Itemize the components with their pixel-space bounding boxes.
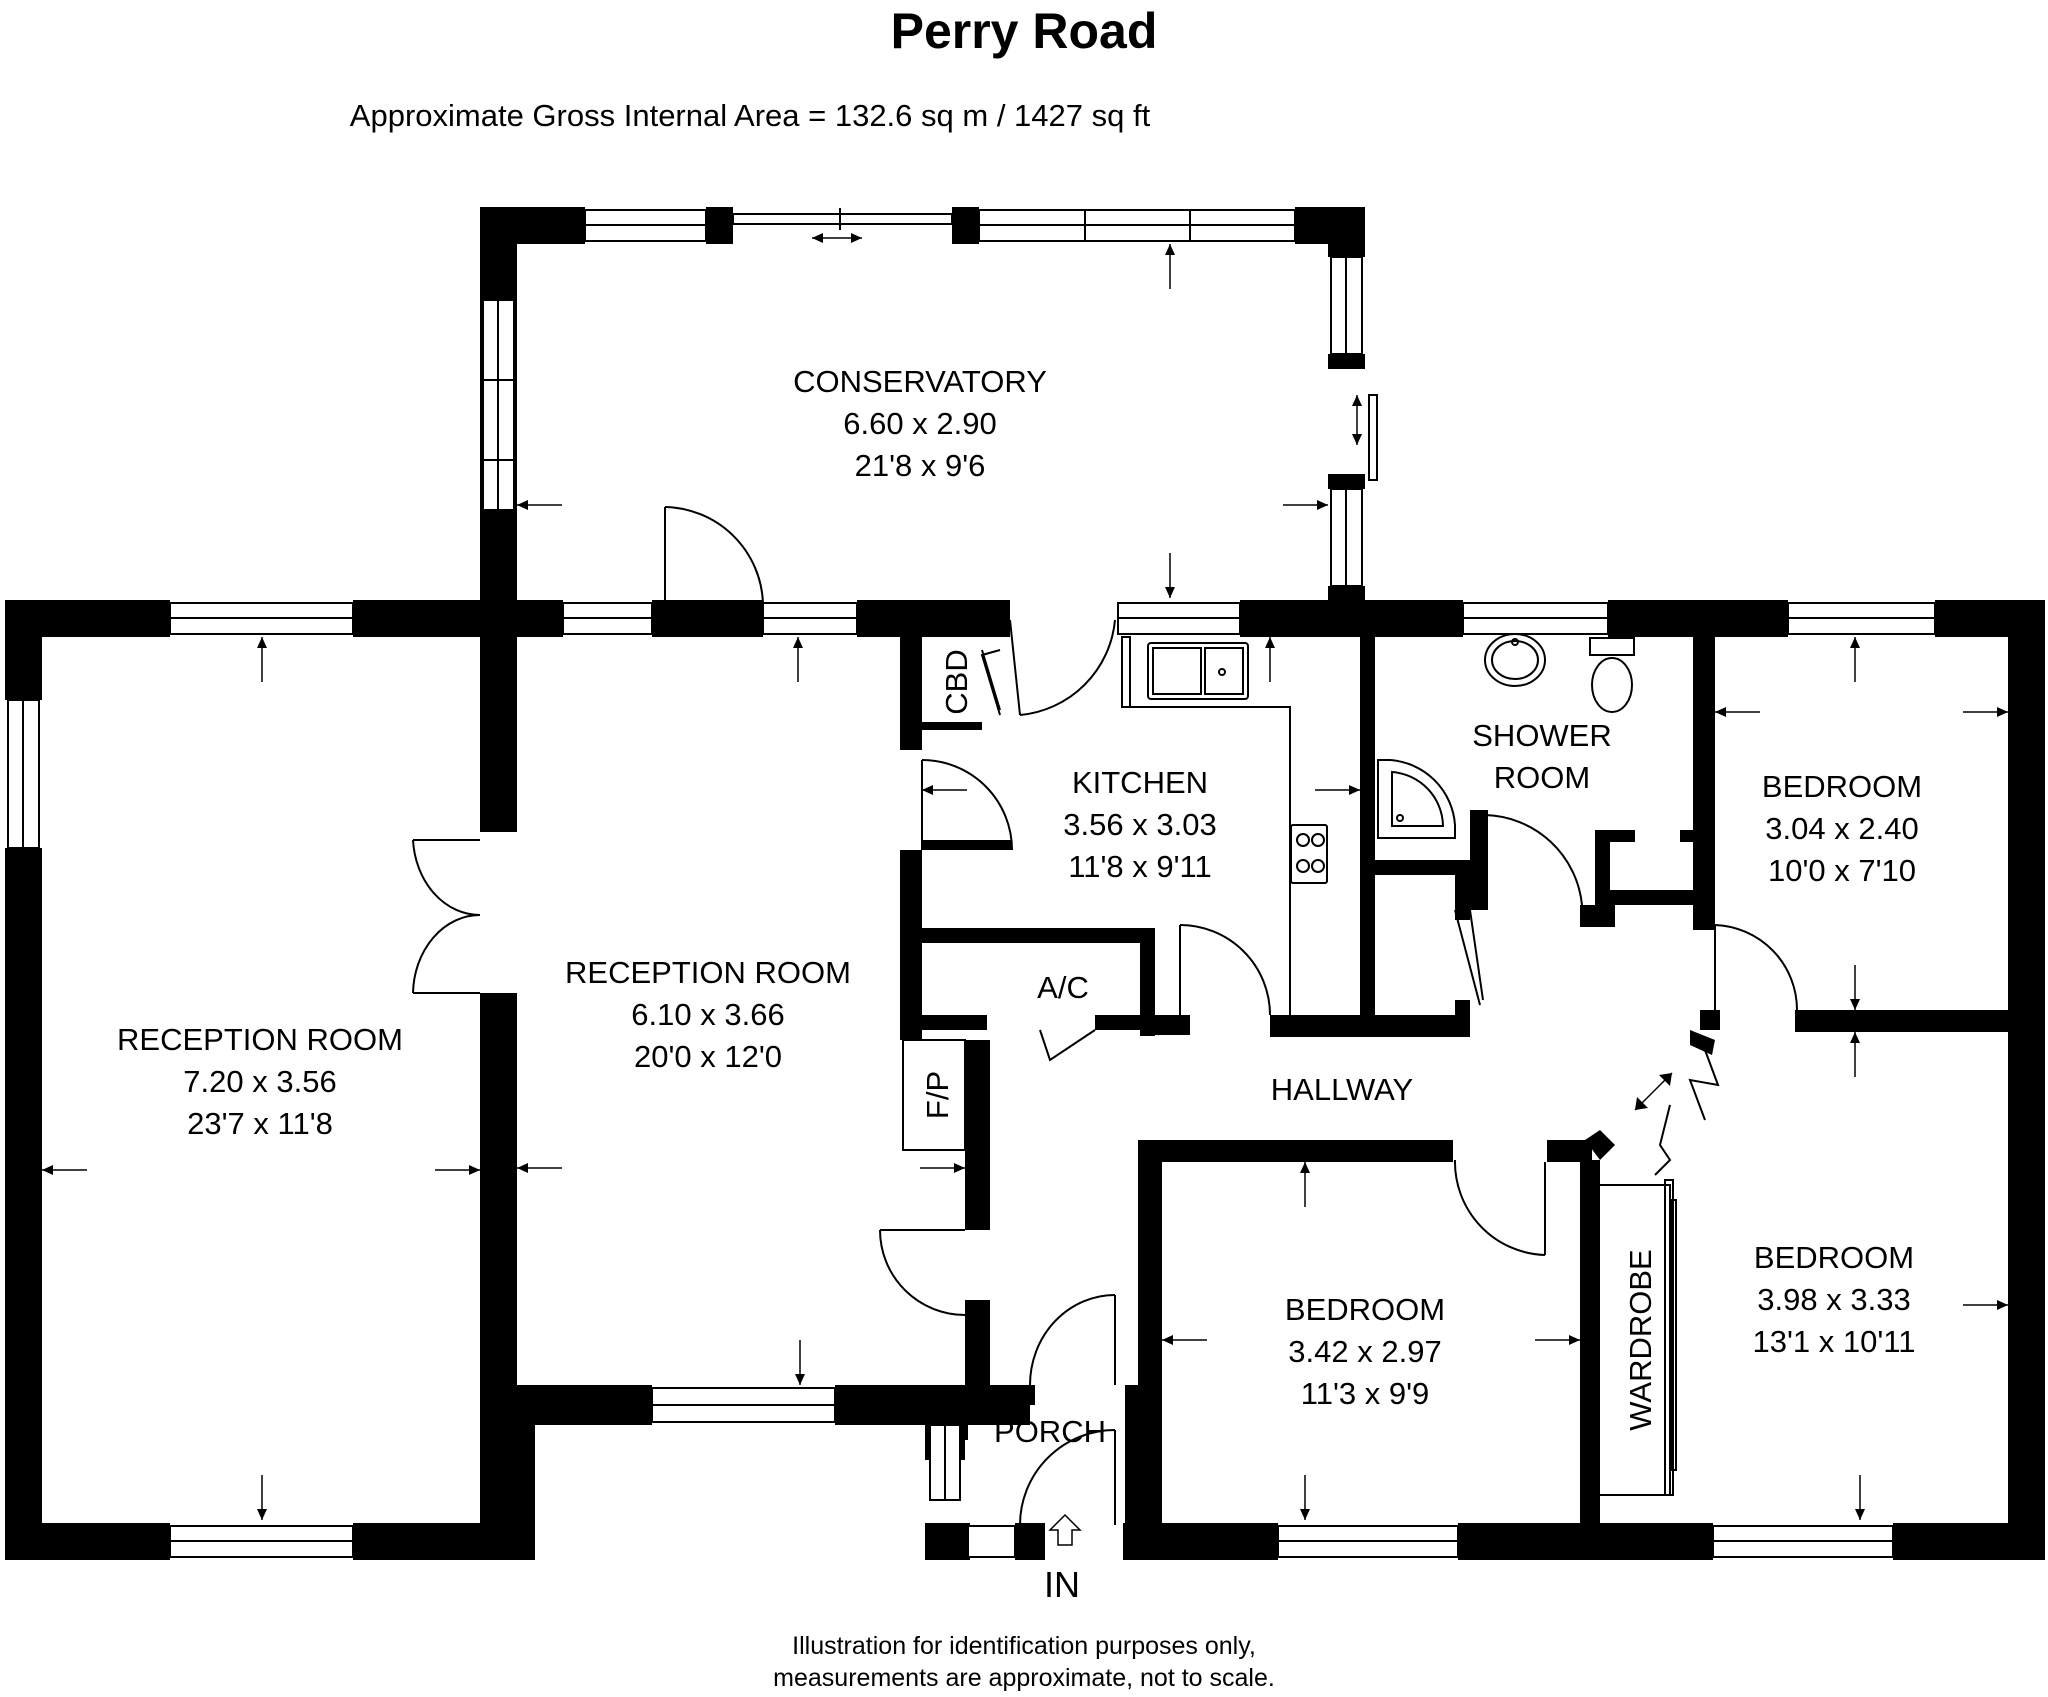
conservatory-imperial: 21'8 x 9'6 bbox=[855, 448, 986, 483]
hallway-name: HALLWAY bbox=[1271, 1072, 1413, 1107]
reception-mid-metric: 6.10 x 3.66 bbox=[631, 997, 784, 1032]
shower-room-name-line1: SHOWER bbox=[1472, 718, 1612, 753]
cbd-name: CBD bbox=[939, 649, 974, 714]
kitchen-fixtures bbox=[1121, 636, 1328, 1015]
kitchen-metric: 3.56 x 3.03 bbox=[1063, 807, 1216, 842]
ac-name: A/C bbox=[1037, 970, 1089, 1005]
disclaimer: Illustration for identification purposes… bbox=[0, 1630, 2048, 1694]
kitchen-imperial: 11'8 x 9'11 bbox=[1068, 849, 1211, 884]
bedroom-ne-imperial: 10'0 x 7'10 bbox=[1768, 853, 1916, 888]
doors bbox=[412, 506, 1798, 1526]
porch-name: PORCH bbox=[994, 1414, 1106, 1449]
disclaimer-line1: Illustration for identification purposes… bbox=[792, 1632, 1256, 1660]
bedroom-ne-name: BEDROOM bbox=[1762, 769, 1922, 804]
bedroom-ne-metric: 3.04 x 2.40 bbox=[1765, 811, 1918, 846]
page-title: Perry Road bbox=[890, 3, 1158, 59]
entrance-label: IN bbox=[1044, 1564, 1080, 1605]
bedroom-s-name: BEDROOM bbox=[1285, 1292, 1445, 1327]
bedroom-se-imperial: 13'1 x 10'11 bbox=[1753, 1324, 1916, 1359]
fireplace bbox=[902, 1039, 966, 1151]
reception-left-imperial: 23'7 x 11'8 bbox=[187, 1106, 333, 1141]
conservatory-name: CONSERVATORY bbox=[793, 364, 1047, 399]
shower-fixtures bbox=[1377, 633, 1635, 839]
reception-left-metric: 7.20 x 3.56 bbox=[183, 1064, 336, 1099]
room-labels: CONSERVATORY 6.60 x 2.90 21'8 x 9'6 RECE… bbox=[117, 364, 1922, 1605]
interior-walls bbox=[480, 600, 2045, 1560]
reception-mid-name: RECEPTION ROOM bbox=[565, 955, 851, 990]
fp-name: F/P bbox=[920, 1071, 955, 1119]
conservatory-windows bbox=[482, 208, 1378, 587]
bedroom-se-metric: 3.98 x 3.33 bbox=[1757, 1282, 1910, 1317]
bedroom-s-imperial: 11'3 x 9'9 bbox=[1301, 1376, 1429, 1411]
wardrobe-name: WARDROBE bbox=[1623, 1249, 1658, 1430]
reception-mid-imperial: 20'0 x 12'0 bbox=[634, 1039, 782, 1074]
conservatory-metric: 6.60 x 2.90 bbox=[843, 406, 996, 441]
conservatory-walls bbox=[480, 207, 1365, 602]
kitchen-name: KITCHEN bbox=[1072, 765, 1208, 800]
gross-area-text: Approximate Gross Internal Area = 132.6 … bbox=[349, 98, 1151, 133]
disclaimer-line2: measurements are approximate, not to sca… bbox=[773, 1664, 1275, 1692]
dimension-arrows bbox=[42, 233, 2008, 1546]
bedroom-se-name: BEDROOM bbox=[1754, 1240, 1914, 1275]
bedroom-s-metric: 3.42 x 2.97 bbox=[1288, 1334, 1441, 1369]
exterior-windows bbox=[7, 602, 1936, 1558]
shower-room-name-line2: ROOM bbox=[1494, 760, 1590, 795]
wardrobe bbox=[1600, 1179, 1677, 1496]
reception-left-name: RECEPTION ROOM bbox=[117, 1022, 403, 1057]
